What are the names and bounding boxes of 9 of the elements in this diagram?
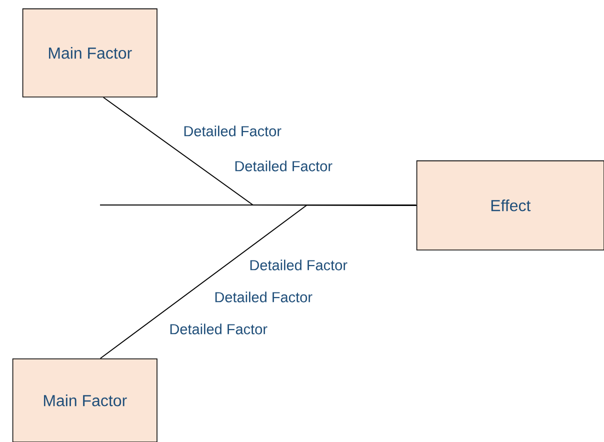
factor-label: Detailed Factor [170,324,268,334]
factor-label: Detailed Factor [215,292,312,302]
factor-label: Detailed Factor [184,126,282,136]
factor-label: Detailed Factor [235,160,332,172]
effect-box: Effect [416,160,604,250]
factor-box: Main Factor [22,8,158,98]
bone-line [100,204,417,359]
factor-label: Detailed Factor [250,260,348,270]
factor-box: Main Factor [12,358,158,442]
